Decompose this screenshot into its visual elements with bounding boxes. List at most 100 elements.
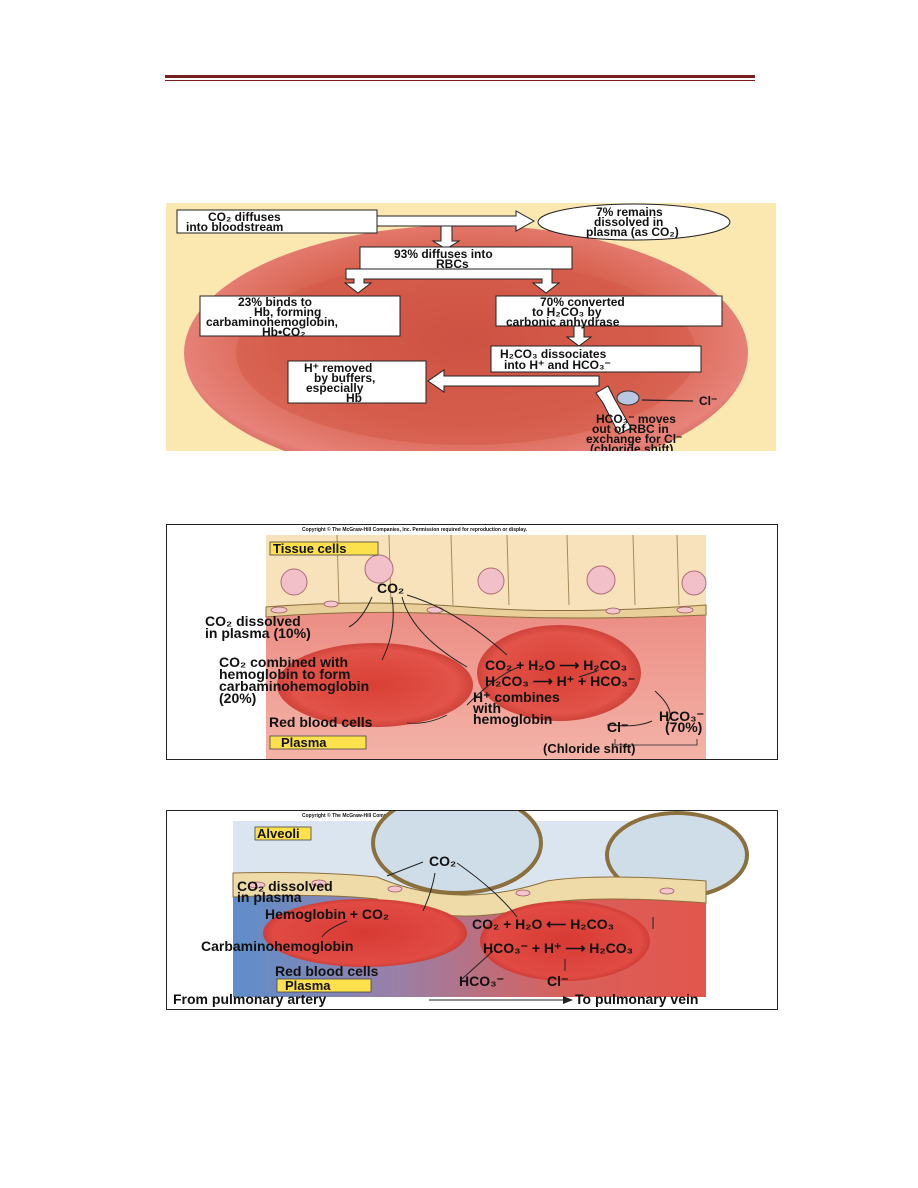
chloride-shift-bracket xyxy=(614,739,698,746)
svg-text:CO₂ dissolved: CO₂ dissolved xyxy=(205,613,301,629)
svg-text:CO₂ diffuses: CO₂ diffuses xyxy=(208,210,281,224)
lung-co2-release-figure: Copyright © The McGraw-Hill Companies, I… xyxy=(166,810,778,1010)
svg-text:dissolved in: dissolved in xyxy=(594,215,663,229)
tissue-cells-label: Tissue cells xyxy=(273,541,346,556)
svg-text:H⁺ removed: H⁺ removed xyxy=(304,361,372,375)
svg-text:especially: especially xyxy=(306,381,364,395)
dissolved-label: CO₂ dissolved in plasma (10%) xyxy=(205,613,311,641)
svg-text:plasma (as CO₂): plasma (as CO₂) xyxy=(586,225,679,239)
lung-figure-svg: Copyright © The McGraw-Hill Companies, I… xyxy=(173,811,749,1007)
endothelial-nuclei xyxy=(248,879,675,897)
header-rule-thin xyxy=(165,80,755,81)
svg-text:CO₂ combined with: CO₂ combined with xyxy=(219,654,348,670)
svg-text:carbaminohemoglobin,: carbaminohemoglobin, xyxy=(206,315,338,329)
plasma-tag xyxy=(269,735,367,750)
svg-text:(chloride shift): (chloride shift) xyxy=(590,442,673,451)
tissue-co2-transport-figure: Copyright © The McGraw-Hill Companies, I… xyxy=(166,524,778,760)
box-h2co3-dissociates: H₂CO₃ dissociates into H⁺ and HCO₃⁻ xyxy=(490,345,702,373)
svg-text:70% converted: 70% converted xyxy=(540,295,625,309)
svg-text:by buffers,: by buffers, xyxy=(314,371,375,385)
svg-text:carbonic anhydrase: carbonic anhydrase xyxy=(506,315,620,329)
svg-text:carbaminohemoglobin: carbaminohemoglobin xyxy=(219,678,369,694)
svg-text:exchange for Cl⁻: exchange for Cl⁻ xyxy=(586,432,682,446)
svg-text:Hb, forming: Hb, forming xyxy=(254,305,321,319)
red-blood-cells-label: Red blood cells xyxy=(269,714,373,730)
svg-text:CO₂ dissolved: CO₂ dissolved xyxy=(237,878,333,894)
flow-arrows xyxy=(343,210,632,435)
alveolus-1 xyxy=(371,811,543,895)
svg-text:H⁺ combines: H⁺ combines xyxy=(473,689,560,705)
from-pulmonary-artery-label: From pulmonary artery xyxy=(173,991,326,1007)
flow-arrow-head xyxy=(563,996,573,1004)
co2-arrows xyxy=(348,594,671,727)
alveoli-label: Alveoli xyxy=(257,826,300,841)
carbaminohemoglobin-label: Carbaminohemoglobin xyxy=(201,938,353,954)
header-rule xyxy=(165,75,755,78)
bubble-7-percent: 7% remains dissolved in plasma (as CO₂) xyxy=(537,203,731,241)
co2-label: CO₂ xyxy=(429,853,456,869)
red-blood-cells-label: Red blood cells xyxy=(275,963,379,979)
dissolved-label: CO₂ dissolved in plasma xyxy=(237,878,333,905)
hco3-moves-label: HCO₃⁻ moves out of RBC in exchange for C… xyxy=(586,412,682,451)
alveoli-tag xyxy=(254,826,312,841)
chloride-ion xyxy=(616,390,640,406)
svg-text:into bloodstream: into bloodstream xyxy=(186,220,283,234)
tissue-nuclei xyxy=(280,554,707,596)
svg-text:HCO₃⁻ moves: HCO₃⁻ moves xyxy=(596,412,676,426)
box-h-removed: H⁺ removed by buffers, especially Hb xyxy=(287,360,427,405)
svg-text:with: with xyxy=(472,700,501,716)
svg-text:Hb•CO₂: Hb•CO₂ xyxy=(262,325,306,339)
co2-transport-flowchart: CO₂ diffuses into bloodstream 7% remains… xyxy=(166,203,776,451)
box-23-percent: 23% binds to Hb, forming carbaminohemogl… xyxy=(199,295,401,339)
svg-text:H₂CO₃ dissociates: H₂CO₃ dissociates xyxy=(500,347,607,361)
svg-text:in plasma (10%): in plasma (10%) xyxy=(205,625,311,641)
svg-text:to H₂CO₃ by: to H₂CO₃ by xyxy=(532,305,602,319)
svg-text:HCO₃⁻: HCO₃⁻ xyxy=(659,708,704,724)
equation-2: HCO₃⁻ + H⁺ ⟶ H₂CO₃ xyxy=(483,940,633,956)
co2-arrows xyxy=(321,861,654,980)
svg-text:Hb: Hb xyxy=(346,391,362,405)
svg-text:hemoglobin: hemoglobin xyxy=(473,711,552,727)
combined-label: CO₂ combined with hemoglobin to form car… xyxy=(219,654,369,706)
svg-text:93% diffuses into: 93% diffuses into xyxy=(394,247,493,261)
capillary-wall xyxy=(265,602,707,619)
svg-text:into H⁺ and HCO₃⁻: into H⁺ and HCO₃⁻ xyxy=(504,358,611,372)
equation-2: H₂CO₃ ⟶ H⁺ + HCO₃⁻ xyxy=(485,673,635,689)
svg-text:in plasma: in plasma xyxy=(237,889,302,905)
hemoglobin-co2-label: Hemoglobin + CO₂ xyxy=(265,906,389,922)
rbc-pointer xyxy=(406,714,448,724)
svg-text:out of RBC in: out of RBC in xyxy=(592,422,669,436)
red-blood-cell-right xyxy=(480,901,650,981)
co2-label: CO₂ xyxy=(377,580,404,596)
equation-1: CO₂ + H₂O ⟵ H₂CO₃ xyxy=(472,916,614,932)
box-70-percent: 70% converted to H₂CO₃ by carbonic anhyd… xyxy=(495,295,723,329)
red-blood-cell-right xyxy=(477,625,641,721)
chloride-label: Cl⁻ xyxy=(607,719,628,735)
red-blood-cell-left xyxy=(263,899,467,967)
box-93-percent: 93% diffuses into RBCs xyxy=(359,246,573,271)
svg-text:hemoglobin to form: hemoglobin to form xyxy=(219,666,350,682)
h-combines-label: H⁺ combines with hemoglobin xyxy=(472,689,560,727)
tissue-cell-borders xyxy=(336,534,680,606)
endothelial-nuclei xyxy=(270,600,694,615)
tissue-cells-tag xyxy=(269,541,379,556)
flowchart-svg: CO₂ diffuses into bloodstream 7% remains… xyxy=(176,203,748,451)
capillary-wall xyxy=(232,872,707,917)
plasma-label: Plasma xyxy=(281,735,327,750)
copyright-notice: Copyright © The McGraw-Hill Companies, I… xyxy=(302,526,528,533)
hco3-label: HCO₃⁻ xyxy=(459,973,504,989)
to-pulmonary-vein-label: To pulmonary vein xyxy=(575,991,698,1007)
svg-text:(70%): (70%) xyxy=(665,719,702,735)
equation-1: CO₂ + H₂O ⟶ H₂CO₃ xyxy=(485,657,627,673)
plasma-tag xyxy=(276,978,372,993)
red-blood-cell-left xyxy=(277,643,473,727)
box-co2-diffuses: CO₂ diffuses into bloodstream xyxy=(176,209,378,234)
tissue-figure-svg: Copyright © The McGraw-Hill Companies, I… xyxy=(205,526,707,759)
svg-text:7% remains: 7% remains xyxy=(596,205,663,219)
chloride-label: Cl⁻ xyxy=(547,973,568,989)
svg-text:23% binds to: 23% binds to xyxy=(238,295,312,309)
svg-text:(20%): (20%) xyxy=(219,690,256,706)
svg-text:RBCs: RBCs xyxy=(436,257,469,271)
chloride-label: Cl⁻ xyxy=(699,394,717,408)
chloride-shift-label: (Chloride shift) xyxy=(543,741,635,756)
